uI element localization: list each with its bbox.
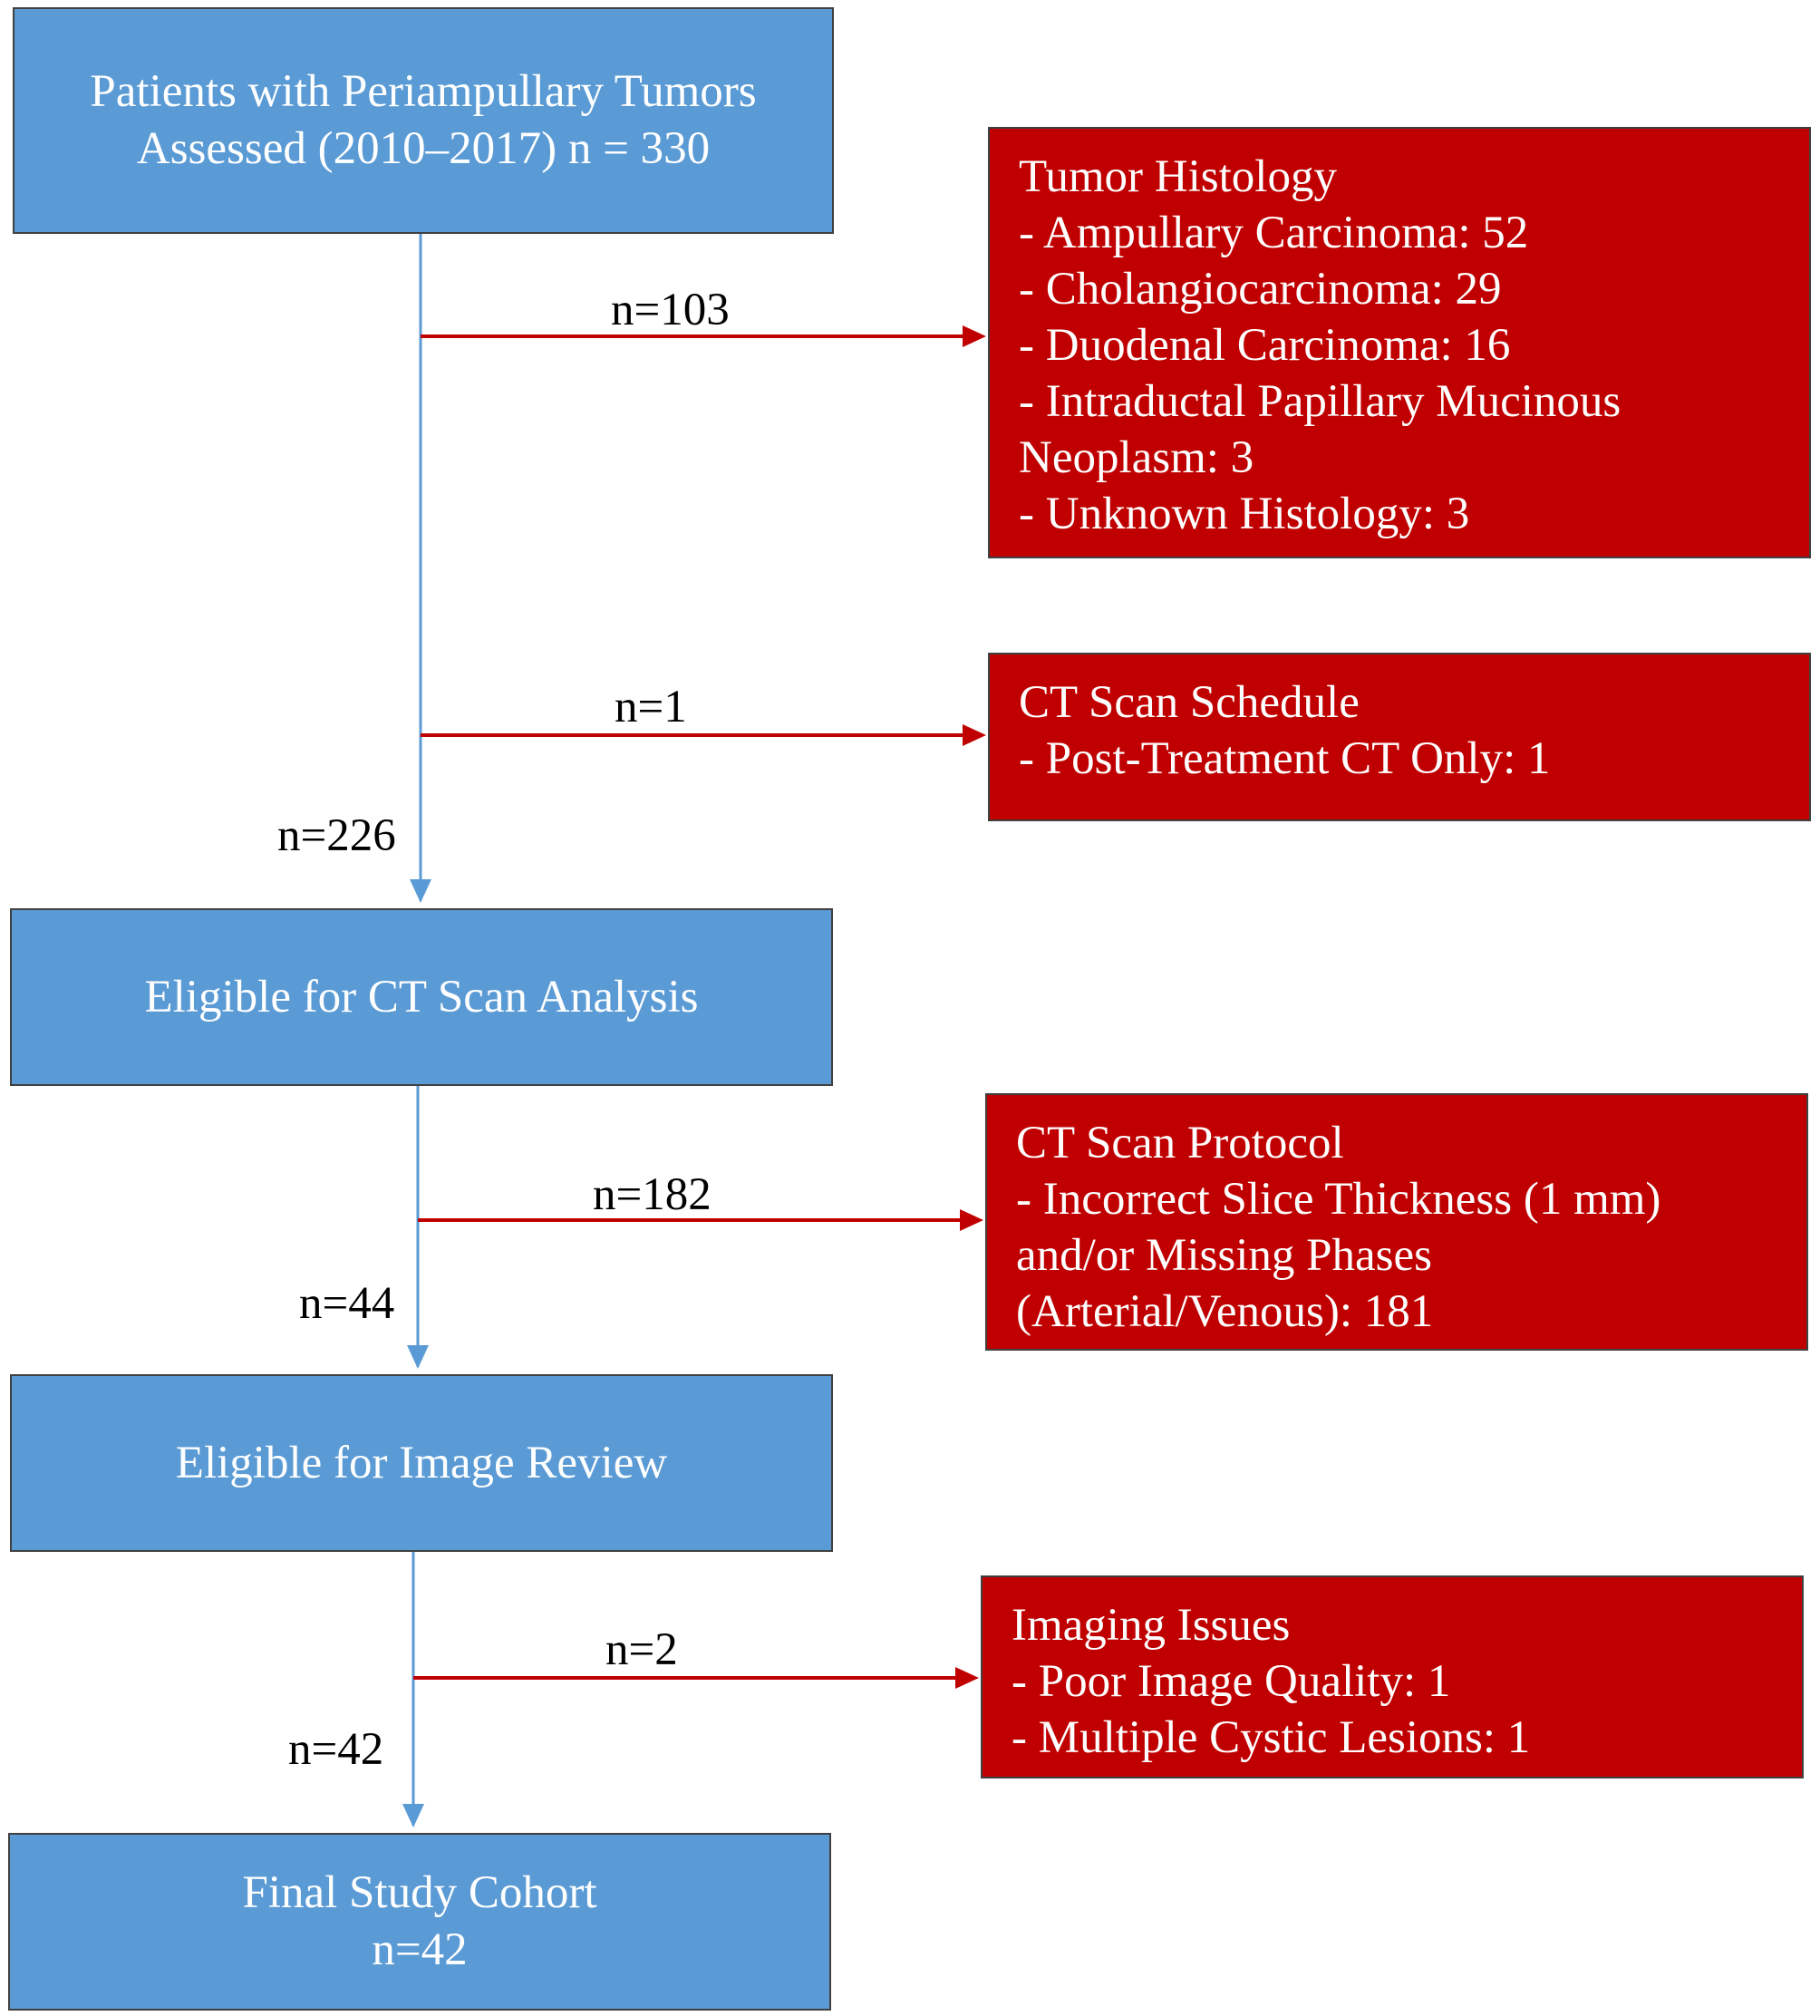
exclusion-line: Neoplasm: 3	[1019, 432, 1254, 483]
exclusion-line: - Duodenal Carcinoma: 16	[1019, 320, 1511, 371]
exclusion-line: CT Scan Protocol	[1016, 1118, 1344, 1168]
exclusion-arrowhead-1	[963, 325, 986, 347]
exclusion-box-ct-protocol: CT Scan Protocol - Incorrect Slice Thick…	[985, 1093, 1808, 1351]
exclusion-arrowhead-2	[963, 724, 986, 746]
exclusion-box-imaging-issues: Imaging Issues - Poor Image Quality: 1 -…	[981, 1575, 1804, 1779]
main-arrowhead-3	[402, 1804, 424, 1827]
step-line: Eligible for Image Review	[175, 1437, 668, 1488]
exclusion-box-tumor-histology: Tumor Histology - Ampullary Carcinoma: 5…	[988, 127, 1811, 558]
main-arrowhead-1	[410, 879, 431, 903]
step-line: Patients with Periampullary Tumors	[90, 66, 757, 117]
exclusion-arrowhead-3	[960, 1209, 983, 1231]
exclusion-line: - Incorrect Slice Thickness (1 mm)	[1016, 1174, 1661, 1225]
exclusion-line: and/or Missing Phases	[1016, 1230, 1432, 1281]
exclusion-arrowhead-4	[955, 1667, 979, 1689]
exclusion-count-label: n=1	[615, 682, 687, 732]
remaining-count-label: n=42	[288, 1724, 384, 1775]
exclusion-count-label: n=2	[605, 1624, 678, 1675]
exclusion-count-label: n=103	[611, 285, 730, 335]
exclusion-line: - Post-Treatment CT Only: 1	[1019, 733, 1551, 784]
step-line: Final Study Cohort	[242, 1867, 597, 1918]
remaining-count-label: n=44	[299, 1278, 395, 1329]
step-line: Assessed (2010–2017) n = 330	[136, 123, 711, 174]
step-box-final-cohort: Final Study Cohort n=42	[8, 1833, 831, 2011]
step-box-ct-eligible: Eligible for CT Scan Analysis	[10, 908, 833, 1086]
exclusion-line: - Poor Image Quality: 1	[1012, 1656, 1451, 1707]
step-box-assessed: Patients with Periampullary Tumors Asses…	[13, 7, 834, 234]
step-line: Eligible for CT Scan Analysis	[144, 971, 699, 1023]
exclusion-line: - Intraductal Papillary Mucinous	[1019, 376, 1622, 427]
exclusion-line: - Ampullary Carcinoma: 52	[1019, 208, 1529, 258]
exclusion-box-ct-schedule: CT Scan Schedule - Post-Treatment CT Onl…	[988, 653, 1811, 821]
exclusion-line: - Unknown Histology: 3	[1019, 489, 1470, 539]
main-arrowhead-2	[407, 1345, 429, 1369]
exclusion-line: Imaging Issues	[1012, 1600, 1291, 1651]
step-line: n=42	[372, 1924, 468, 1975]
step-box-image-review: Eligible for Image Review	[10, 1374, 833, 1552]
exclusion-line: - Multiple Cystic Lesions: 1	[1012, 1712, 1531, 1763]
exclusion-line: (Arterial/Venous): 181	[1016, 1286, 1434, 1337]
exclusion-count-label: n=182	[593, 1169, 712, 1220]
exclusion-line: - Cholangiocarcinoma: 29	[1019, 264, 1502, 315]
exclusion-line: CT Scan Schedule	[1019, 677, 1360, 728]
exclusion-line: Tumor Histology	[1019, 151, 1337, 202]
remaining-count-label: n=226	[277, 810, 396, 861]
